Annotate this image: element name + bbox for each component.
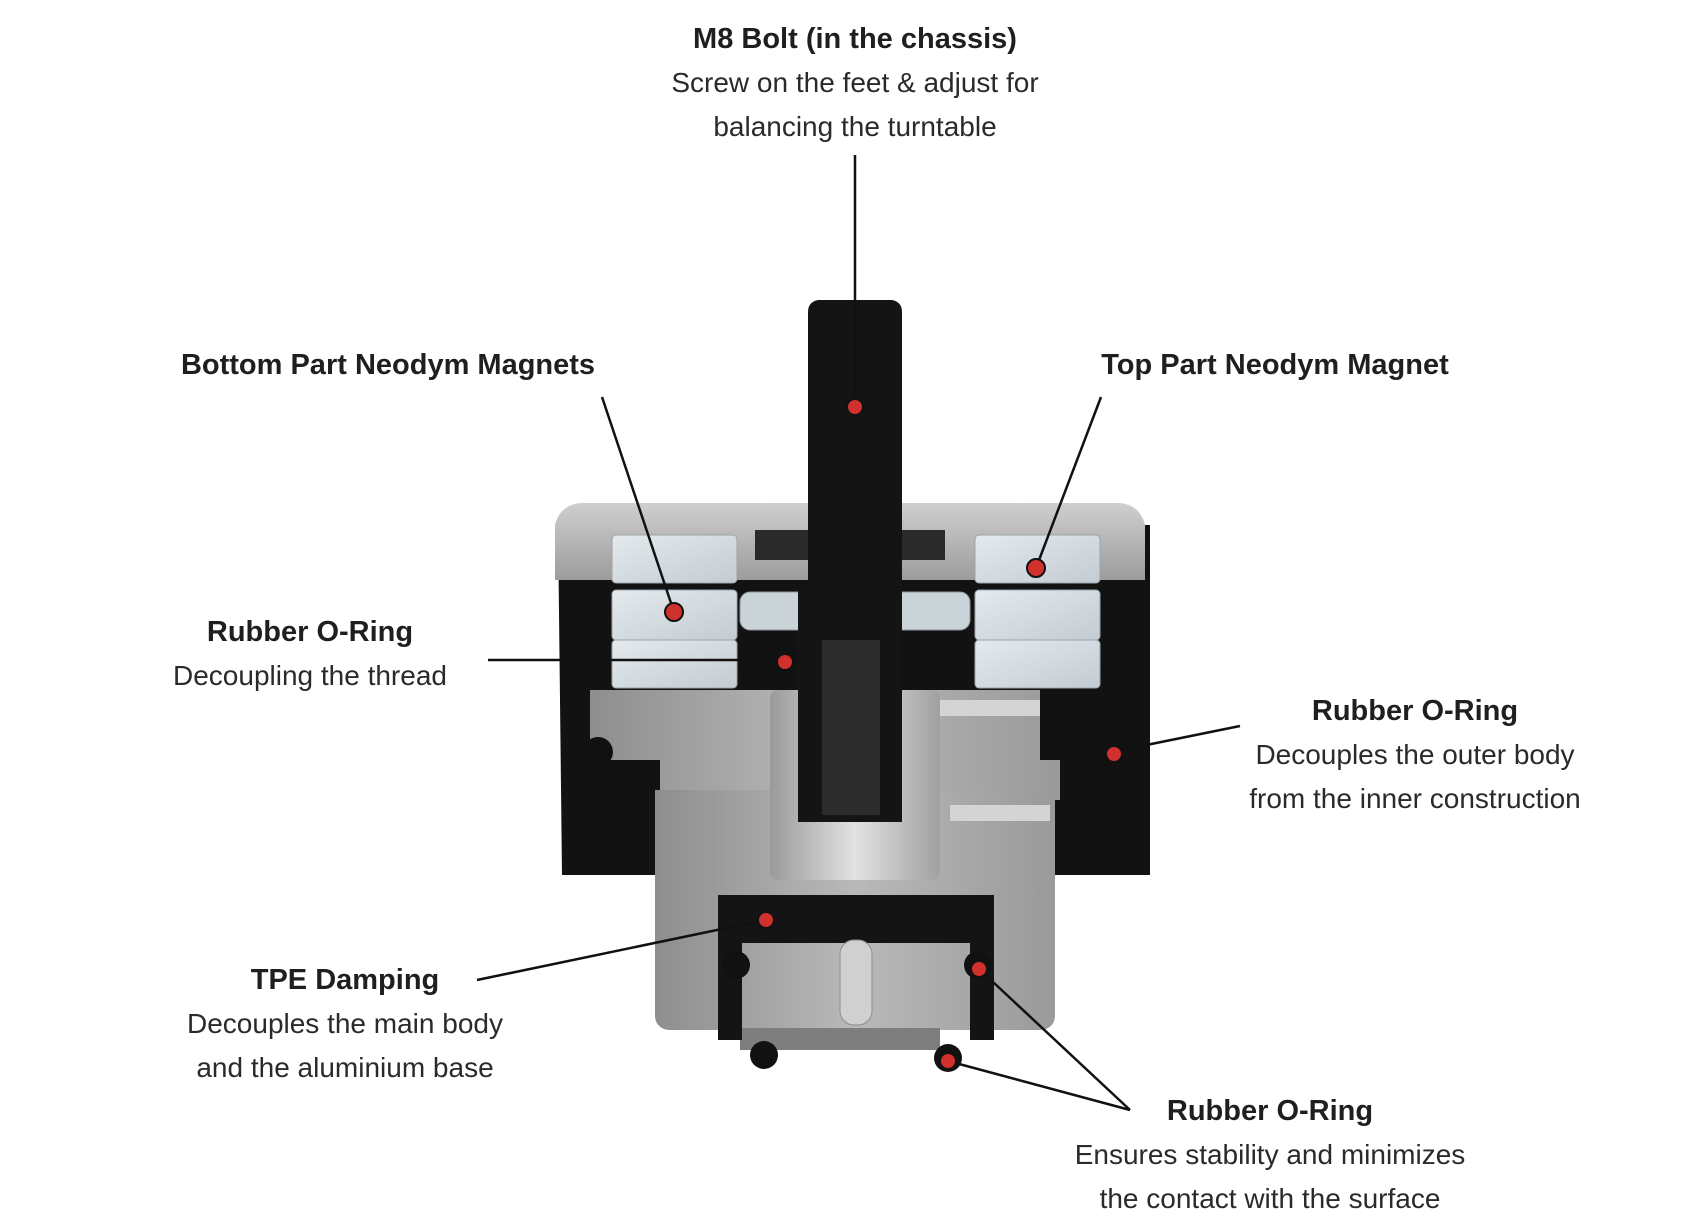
leader-top-magnet xyxy=(1034,396,1103,569)
leader-oring-surface-a xyxy=(977,967,1131,1111)
leader-lines xyxy=(476,155,1241,1112)
center-pin xyxy=(839,939,873,1026)
callout-desc: the contact with the surface xyxy=(1099,1183,1441,1214)
side-channel xyxy=(950,805,1050,821)
leader-oring-outer xyxy=(1111,724,1241,754)
marker-dots xyxy=(664,398,1123,1070)
marker-oring-surface-a xyxy=(970,960,988,978)
callout-title: Bottom Part Neodym Magnets xyxy=(180,349,596,381)
callout-oring-outer: Rubber O-Ring Decouples the outer body f… xyxy=(1225,689,1605,821)
m8-bolt xyxy=(798,300,902,822)
callout-oring-thread: Rubber O-Ring Decoupling the thread xyxy=(150,610,470,698)
bottom-magnets xyxy=(611,589,1101,689)
leader-tpe xyxy=(476,918,766,982)
callout-desc: Decoupling the thread xyxy=(173,660,447,691)
callout-desc: Decouples the main body xyxy=(187,1008,503,1039)
callout-title: TPE Damping xyxy=(250,964,440,996)
callout-m8-bolt: M8 Bolt (in the chassis) Screw on the fe… xyxy=(555,17,1155,149)
marker-m8-bolt xyxy=(846,398,864,416)
callout-bottom-magnets: Bottom Part Neodym Magnets xyxy=(168,343,608,387)
marker-bottom-magnets xyxy=(664,602,684,622)
callout-tpe: TPE Damping Decouples the main body and … xyxy=(165,958,525,1090)
callout-desc: from the inner construction xyxy=(1249,783,1581,814)
marker-top-magnet xyxy=(1026,558,1046,578)
callout-desc: balancing the turntable xyxy=(713,111,997,142)
callout-title: Rubber O-Ring xyxy=(206,616,414,648)
leader-bottom-magnets xyxy=(600,396,676,613)
leader-oring-surface-b xyxy=(947,1059,1131,1112)
tpe-side xyxy=(718,930,742,1040)
callout-title: M8 Bolt (in the chassis) xyxy=(693,23,1017,55)
callout-title: Rubber O-Ring xyxy=(1166,1095,1374,1127)
marker-oring-surface-b xyxy=(939,1052,957,1070)
callout-desc: Screw on the feet & adjust for xyxy=(671,67,1039,98)
tpe-side xyxy=(970,930,994,1040)
callout-title: Rubber O-Ring xyxy=(1311,695,1519,727)
callout-desc: Decouples the outer body xyxy=(1255,739,1575,770)
callout-desc: and the aluminium base xyxy=(196,1052,494,1083)
marker-oring-outer xyxy=(1105,745,1123,763)
callout-top-magnet: Top Part Neodym Magnet xyxy=(1060,343,1490,387)
marker-oring-thread xyxy=(776,653,794,671)
callout-desc: Ensures stability and minimizes xyxy=(1074,1139,1466,1170)
callout-title: Top Part Neodym Magnet xyxy=(1101,349,1449,381)
marker-tpe xyxy=(757,911,775,929)
callout-oring-surface: Rubber O-Ring Ensures stability and mini… xyxy=(1070,1089,1470,1221)
side-channel xyxy=(940,700,1040,716)
